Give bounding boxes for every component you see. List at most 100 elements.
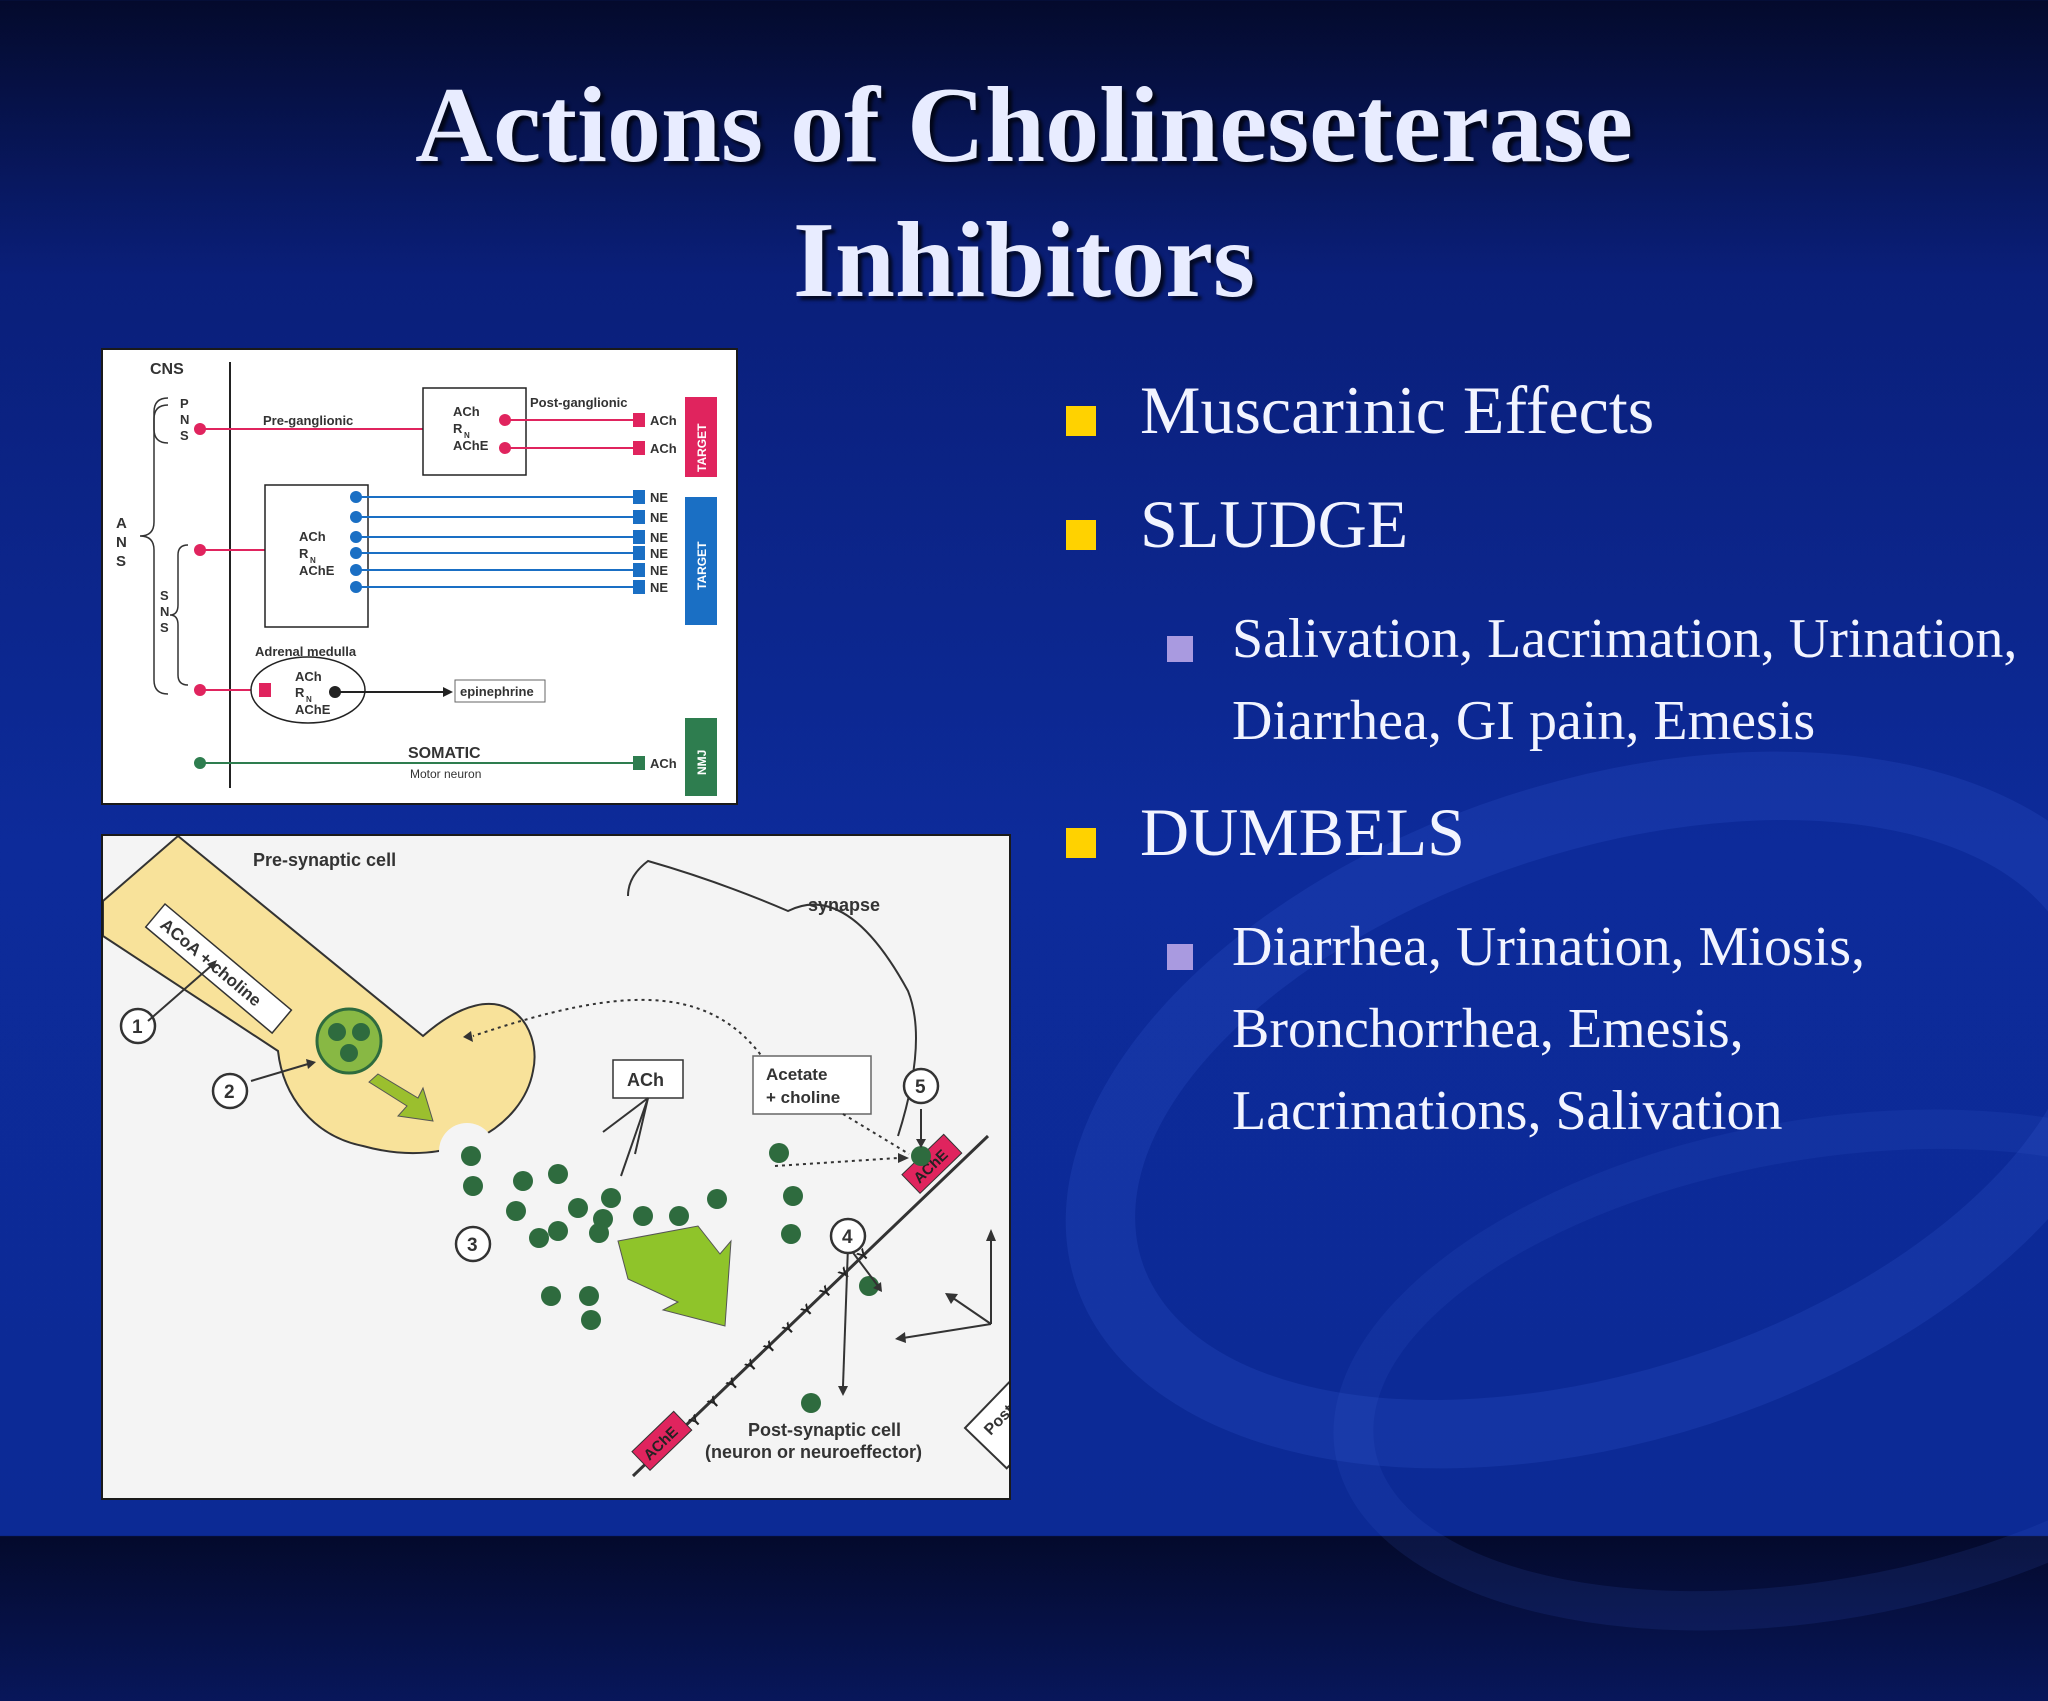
- bullet-text: SLUDGE: [1140, 486, 1409, 562]
- somatic-ach: ACh: [650, 756, 677, 771]
- ganglion-ache: AChE: [299, 563, 335, 578]
- ans-diagram: CNS P N S A N S S N S Pre-ganglionic ACh…: [101, 348, 738, 805]
- nmj-label: NMJ: [695, 750, 709, 775]
- pre-ganglionic-label: Pre-ganglionic: [263, 413, 353, 428]
- post-ganglionic-label: Post-ganglionic: [530, 395, 628, 410]
- sns-letter: S: [160, 620, 169, 635]
- pns-letter: S: [180, 428, 189, 443]
- sub-bullet-text: Salivation, Lacrimation, Urination, Diar…: [1232, 608, 2018, 752]
- ganglion-ach: ACh: [299, 529, 326, 544]
- ach-molecule: [461, 1146, 481, 1166]
- target-ach: ACh: [650, 441, 677, 456]
- motor-neuron-label: Motor neuron: [410, 767, 481, 781]
- ans-letter: N: [116, 534, 127, 551]
- ganglion-rn: R: [453, 421, 463, 436]
- bullet-muscarinic: Muscarinic Effects: [1060, 370, 2020, 450]
- ach-molecule: [707, 1189, 727, 1209]
- ach-molecule: [506, 1201, 526, 1221]
- ne-label: NE: [650, 530, 668, 545]
- receptor-y: Y: [761, 1338, 780, 1357]
- target-ach: ACh: [650, 413, 677, 428]
- ganglion-rn-sub: N: [310, 556, 316, 565]
- ans-letter: S: [116, 553, 126, 570]
- target-label-symp: TARGET: [695, 541, 709, 590]
- ans-diagram-svg: CNS P N S A N S S N S Pre-ganglionic ACh…: [116, 361, 717, 796]
- ach-molecule: [579, 1286, 599, 1306]
- choline-label: + choline: [766, 1088, 840, 1107]
- ganglion-ache: AChE: [453, 438, 489, 453]
- receptor-y: Y: [742, 1356, 761, 1375]
- title-line-1: Actions of Cholineseterase: [415, 66, 1633, 185]
- bullet-text: Muscarinic Effects: [1140, 372, 1655, 448]
- pre-synaptic-label: Pre-synaptic cell: [253, 850, 396, 870]
- receptor-y: Y: [705, 1393, 724, 1412]
- bullet-dumbels: DUMBELS: [1060, 792, 2020, 872]
- bullet-marker: [1066, 828, 1096, 858]
- somatic-label: SOMATIC: [408, 745, 481, 762]
- step-number: 4: [842, 1227, 853, 1248]
- ne-label: NE: [650, 546, 668, 561]
- ne-label: NE: [650, 510, 668, 525]
- ach-molecule: [769, 1143, 789, 1163]
- bullet-text: DUMBELS: [1140, 794, 1465, 870]
- adrenal-medulla-label: Adrenal medulla: [255, 644, 357, 659]
- post-synaptic-cell-label: Post-synaptic cell: [748, 1420, 901, 1440]
- ach-molecule: [581, 1310, 601, 1330]
- ans-letter: A: [116, 515, 127, 532]
- adrenal-rn: R: [295, 685, 305, 700]
- sns-letter: S: [160, 588, 169, 603]
- synapse-label: synapse: [808, 895, 880, 915]
- adrenal-rn-sub: N: [306, 695, 312, 704]
- sub-bullet-dumbels: Diarrhea, Urination, Miosis, Bronchorrhe…: [1167, 906, 2020, 1152]
- sub-bullet-marker: [1167, 944, 1193, 970]
- ach-molecule: [783, 1186, 803, 1206]
- ach-molecule: [669, 1206, 689, 1226]
- step-circle: [454, 1225, 492, 1263]
- step-number: 3: [467, 1235, 478, 1256]
- synapse-diagram-svg: Pre-synaptic cell ACoA + choline synapse…: [103, 836, 1009, 1478]
- step-number: 1: [132, 1017, 143, 1038]
- ach-molecule: [589, 1223, 609, 1243]
- ganglion-rn: R: [299, 546, 309, 561]
- synapse-diagram: Pre-synaptic cell ACoA + choline synapse…: [101, 834, 1011, 1500]
- ne-label: NE: [650, 563, 668, 578]
- step-circle: [119, 1007, 157, 1045]
- ach-molecule: [548, 1164, 568, 1184]
- ach-molecule: [601, 1188, 621, 1208]
- title-line-2: Inhibitors: [792, 201, 1256, 320]
- pns-letter: P: [180, 396, 189, 411]
- bullet-sludge: SLUDGE: [1060, 484, 2020, 564]
- sub-bullet-sludge: Salivation, Lacrimation, Urination, Diar…: [1167, 598, 2020, 762]
- ach-molecule: [548, 1221, 568, 1241]
- step-circle: [829, 1217, 867, 1255]
- ach-molecule: [541, 1286, 561, 1306]
- bullet-marker: [1066, 520, 1096, 550]
- ganglion-ach: ACh: [453, 404, 480, 419]
- ach-box-label: ACh: [627, 1070, 664, 1090]
- epinephrine-label: epinephrine: [460, 684, 534, 699]
- ach-molecule: [633, 1206, 653, 1226]
- ach-molecule: [463, 1176, 483, 1196]
- slide-title: Actions of Cholineseterase Inhibitors: [0, 58, 2048, 328]
- ne-label: NE: [650, 490, 668, 505]
- cns-label: CNS: [150, 361, 184, 378]
- sns-letter: N: [160, 604, 169, 619]
- step-circle: [211, 1072, 249, 1110]
- ne-label: NE: [650, 580, 668, 595]
- ach-molecule: [568, 1198, 588, 1218]
- ach-molecule: [513, 1171, 533, 1191]
- step-number: 2: [224, 1082, 235, 1103]
- step-number: 5: [915, 1077, 926, 1098]
- ganglion-rn-sub: N: [464, 431, 470, 440]
- receptor-y: Y: [723, 1375, 742, 1394]
- acetate-label: Acetate: [766, 1065, 827, 1084]
- sub-bullet-marker: [1167, 636, 1193, 662]
- neuroeffector-label: (neuron or neuroeffector): [705, 1442, 922, 1462]
- bullet-marker: [1066, 406, 1096, 436]
- pns-letter: N: [180, 412, 189, 427]
- step-circle: [902, 1067, 940, 1105]
- ach-molecule: [529, 1228, 549, 1248]
- adrenal-ach: ACh: [295, 669, 322, 684]
- target-label-para: TARGET: [695, 423, 709, 472]
- sub-bullet-text: Diarrhea, Urination, Miosis, Bronchorrhe…: [1232, 916, 1865, 1142]
